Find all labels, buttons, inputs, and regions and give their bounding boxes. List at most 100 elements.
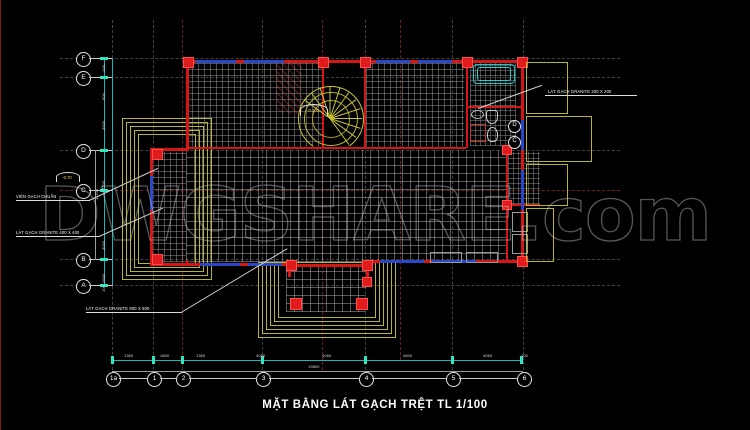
dimension-line-left bbox=[104, 58, 105, 285]
porch-band-6 bbox=[278, 262, 376, 318]
column-d2 bbox=[502, 200, 512, 210]
wall-stub-1 bbox=[186, 260, 188, 266]
dim-label-l2: 900 bbox=[101, 93, 106, 100]
grid-bubble-right-C[interactable]: C bbox=[508, 136, 521, 149]
dimension-line-total bbox=[112, 371, 523, 372]
dim-tick-l0 bbox=[100, 57, 108, 60]
dim-label-l5: 3000 bbox=[101, 240, 106, 250]
level-marker-c-arc bbox=[56, 172, 80, 182]
furniture-block-4 bbox=[512, 234, 528, 254]
frame-border-outer bbox=[0, 0, 1, 430]
furniture-block-2 bbox=[466, 252, 498, 263]
dimension-line-bottom bbox=[112, 360, 523, 361]
grid-bubble-B[interactable]: B bbox=[76, 253, 91, 268]
dim-tick-l4 bbox=[100, 258, 108, 261]
dimension-line-left-total bbox=[95, 150, 96, 260]
wall-left-step-top bbox=[150, 148, 189, 151]
level-marker-stair-arc bbox=[300, 104, 328, 116]
column-b4 bbox=[462, 57, 473, 68]
stair-landing-hatch bbox=[276, 62, 302, 114]
window-bottom-1 bbox=[200, 263, 240, 266]
grid-bubble-2[interactable]: 2 bbox=[176, 372, 191, 387]
wall-interior-horizontal-1 bbox=[186, 147, 466, 149]
paving-right-4 bbox=[526, 208, 554, 262]
grid-bubble-D[interactable]: D bbox=[76, 144, 91, 159]
level-marker-stair: -0.100 bbox=[307, 108, 319, 113]
grid-bubble-E[interactable]: E bbox=[76, 71, 91, 86]
column-c2 bbox=[362, 260, 373, 271]
window-top-3 bbox=[376, 60, 410, 63]
level-marker-c: -0.70 bbox=[62, 175, 72, 180]
anno-granite-400: LÁT GẠCH GRANITE 400 X 400 bbox=[16, 230, 80, 235]
paving-right-2 bbox=[526, 116, 592, 162]
grid-bubble-A[interactable]: A bbox=[76, 279, 91, 294]
dim-label-b5: 4060 bbox=[322, 353, 332, 358]
bubble-tick-4 bbox=[269, 378, 359, 379]
shower-tray-icon bbox=[470, 124, 486, 142]
bathtub-icon bbox=[473, 64, 515, 84]
dim-tick-b6 bbox=[520, 356, 523, 364]
window-bottom-4 bbox=[432, 260, 476, 263]
dim-label-b3: 1360 bbox=[196, 353, 206, 358]
wall-interior-vertical-3 bbox=[466, 60, 468, 148]
dim-label-l6: 1500 bbox=[101, 273, 106, 283]
grid-bubble-5[interactable]: 5 bbox=[446, 372, 461, 387]
dim-tick-b0 bbox=[111, 356, 114, 364]
window-bottom-2 bbox=[248, 263, 282, 266]
staircase-group bbox=[296, 84, 364, 146]
window-right-2 bbox=[521, 170, 524, 210]
leader-vien-gach-h bbox=[16, 200, 90, 201]
column-b2 bbox=[318, 57, 329, 68]
furniture-block-3 bbox=[512, 212, 528, 232]
dim-label-total: 19800 bbox=[308, 364, 320, 369]
dimension-line-left-2 bbox=[112, 58, 113, 285]
anno-granite-800: LÁT GẠCH GRANITE 800 X 800 bbox=[86, 306, 150, 311]
dim-tick-l2 bbox=[100, 149, 108, 152]
grid-bubble-4[interactable]: 4 bbox=[359, 372, 374, 387]
dim-tick-b1 bbox=[152, 356, 155, 364]
grid-bubble-6[interactable]: 6 bbox=[517, 372, 532, 387]
wall-interior-vertical-2 bbox=[364, 60, 366, 148]
grid-bubble-right-D[interactable]: D bbox=[508, 120, 521, 133]
leader-granite-800-h bbox=[86, 312, 182, 313]
bubble-tick-3 bbox=[189, 378, 256, 379]
window-bottom-3 bbox=[380, 260, 424, 263]
anno-granite-200: LÁT GẠCH GRANITE 200 X 200 bbox=[548, 89, 612, 94]
page-title: MẶT BẰNG LÁT GẠCH TRỆT TL 1/100 bbox=[262, 399, 488, 411]
grid-axis-2 bbox=[182, 20, 183, 370]
dim-label-b7: 4060 bbox=[483, 353, 493, 358]
column-c1 bbox=[286, 260, 297, 271]
grid-bubble-3[interactable]: 3 bbox=[256, 372, 271, 387]
bubble-tick-6 bbox=[459, 378, 517, 379]
grid-bubble-C[interactable]: C bbox=[76, 184, 91, 199]
dim-label-l4: 2100 bbox=[101, 180, 106, 190]
dim-label-l1: 100 bbox=[101, 65, 106, 72]
leader-granite-400-h bbox=[16, 236, 100, 237]
dim-label-b4: 4060 bbox=[256, 353, 266, 358]
wall-porch-top bbox=[288, 264, 370, 267]
grid-bubble-F[interactable]: F bbox=[76, 52, 91, 67]
window-top-4 bbox=[418, 60, 452, 63]
column-porch-right bbox=[356, 298, 368, 310]
column-porch-left bbox=[290, 298, 302, 310]
dim-label-b6: 4600 bbox=[403, 353, 413, 358]
dim-tick-b4 bbox=[364, 356, 367, 364]
wall-porch-right bbox=[366, 263, 369, 281]
window-top-1 bbox=[196, 60, 236, 63]
window-right-1 bbox=[521, 120, 524, 150]
dim-tick-b3 bbox=[261, 356, 264, 364]
toilet-icon bbox=[487, 127, 498, 142]
sink-icon bbox=[486, 110, 498, 124]
dim-tick-l5 bbox=[100, 284, 108, 287]
column-c3 bbox=[362, 277, 372, 287]
dim-label-b2: 1800 bbox=[160, 353, 170, 358]
wall-upper-left bbox=[186, 60, 189, 150]
dim-label-l3: 3500 bbox=[101, 120, 106, 130]
dim-tick-l3 bbox=[100, 189, 108, 192]
dim-tick-l1 bbox=[100, 76, 108, 79]
floor-tile-central bbox=[186, 150, 506, 262]
wall-bathroom-divider bbox=[466, 106, 522, 108]
grid-bubble-1a[interactable]: 1a bbox=[106, 372, 121, 387]
column-a2 bbox=[152, 254, 163, 265]
grid-bubble-1[interactable]: 1 bbox=[147, 372, 162, 387]
